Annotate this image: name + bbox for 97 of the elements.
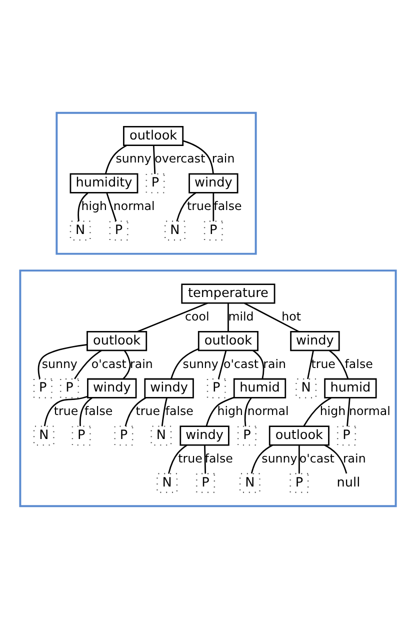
connector (122, 350, 131, 379)
edge-label: false (214, 198, 242, 213)
connector (168, 444, 188, 474)
node-box: P (337, 425, 356, 446)
cluster (19, 269, 397, 507)
edge-label: high (320, 404, 346, 418)
connector (307, 350, 314, 379)
connector (244, 302, 300, 332)
edge-label: sunny (42, 356, 78, 370)
connector (44, 395, 88, 426)
node-box: windy (144, 378, 194, 398)
cluster (56, 111, 257, 254)
edge-label: rain (263, 356, 286, 370)
connector (244, 397, 252, 426)
edge-label: high (81, 198, 108, 213)
node-box: P (72, 425, 91, 446)
node-box: P (60, 378, 79, 398)
node-box: N (156, 472, 178, 492)
connector (152, 145, 156, 174)
edge-label: true (311, 356, 336, 370)
connector (303, 396, 332, 426)
node-box: N (164, 220, 186, 240)
edge-label: false (204, 450, 233, 465)
connector (250, 444, 273, 474)
edge-label: sunny (262, 450, 298, 465)
node-box: N (239, 472, 260, 492)
edge-label: rain (130, 356, 153, 370)
connector (105, 144, 127, 174)
connector (170, 348, 199, 379)
node-box: outlook (268, 425, 330, 446)
edge-label: sunny (182, 356, 218, 370)
connector (252, 350, 264, 378)
edge-label: hot (282, 308, 301, 323)
node-box: N (150, 425, 172, 446)
node-text: null (336, 474, 360, 490)
node-box: windy (188, 172, 238, 193)
node-box: humid (324, 378, 377, 398)
node-box: N (70, 220, 91, 240)
node-box: P (206, 378, 226, 398)
edge-label: sunny (116, 151, 152, 166)
node-box: P (237, 425, 256, 446)
edge-label: o'cast (299, 450, 334, 465)
edge-label: rain (342, 450, 366, 465)
edge-label: cool (185, 308, 210, 323)
connector (106, 192, 117, 221)
connector (78, 192, 88, 221)
edge-label: rain (212, 151, 235, 166)
node-box: P (109, 220, 128, 240)
connector (218, 350, 227, 379)
connector (346, 398, 350, 426)
connector (161, 397, 168, 426)
edge-label: normal (348, 404, 390, 418)
edge-label: normal (247, 404, 289, 418)
edge-label: false (344, 356, 373, 370)
connector (124, 396, 146, 426)
edge-label: true (178, 450, 202, 465)
edge-label: o'cast (224, 356, 259, 370)
edge-label: false (165, 404, 194, 418)
node-box: P (33, 378, 52, 398)
node-box: outlook (86, 330, 148, 351)
connector (182, 140, 214, 174)
edge-label: true (187, 198, 212, 213)
node-box: temperature (181, 283, 276, 304)
node-box: P (204, 220, 223, 240)
edge-label: true (136, 404, 160, 418)
node-box: P (196, 472, 215, 492)
node-box: P (146, 172, 165, 193)
edge-label: overcast (154, 151, 206, 166)
connector (204, 444, 206, 474)
connector (79, 396, 93, 426)
connector (328, 350, 349, 379)
node-box: windy (87, 378, 137, 398)
connector (324, 444, 348, 474)
node-box: outlook (123, 125, 184, 146)
node-box: humidity (70, 172, 138, 193)
node-box: outlook (198, 330, 258, 351)
connector (74, 349, 102, 379)
edge-label: false (84, 404, 113, 418)
node-box: humid (233, 378, 286, 398)
edge-label: high (217, 404, 244, 418)
edge-label: mild (228, 308, 254, 323)
node-box: windy (180, 425, 230, 446)
connector (176, 192, 196, 221)
connector (212, 192, 214, 221)
node-box: P (114, 425, 134, 446)
connector (228, 302, 229, 332)
connector (138, 302, 208, 332)
node-box: windy (290, 330, 340, 351)
connector (38, 344, 88, 378)
edge-label: o'cast (91, 356, 126, 370)
node-box: N (33, 425, 54, 446)
edge-label: true (54, 404, 78, 418)
node-box: P (290, 472, 309, 492)
node-box: N (296, 378, 317, 398)
connector (298, 444, 300, 474)
edge-label: normal (113, 198, 155, 213)
connector (206, 396, 234, 426)
